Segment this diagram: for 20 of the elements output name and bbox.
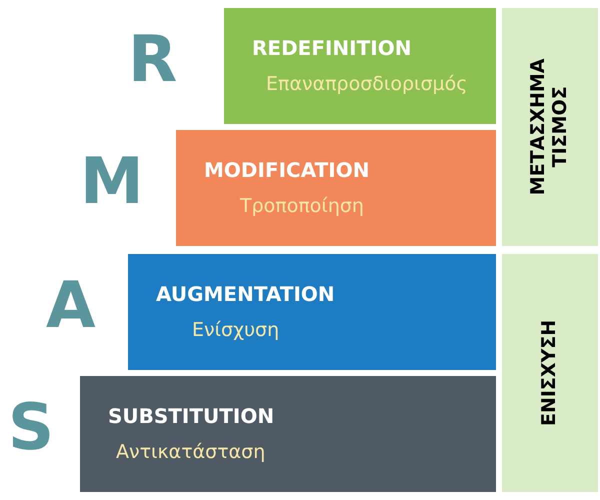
level-translation: Ενίσχυση	[191, 318, 280, 342]
level-box	[80, 376, 496, 492]
category-label: ΕΝΙΣΧΥΣΗ	[539, 318, 561, 428]
model-letter: S	[8, 396, 54, 460]
category-box	[502, 254, 598, 492]
level-translation: Επαναπροσδιορισμός	[265, 72, 468, 96]
level-title: SUBSTITUTION	[108, 404, 276, 429]
level-translation: Τροποποίηση	[239, 194, 365, 218]
level-box	[224, 8, 496, 124]
model-letter: A	[46, 274, 96, 338]
model-letter: M	[80, 150, 144, 214]
category-box	[502, 8, 598, 246]
level-title: MODIFICATION	[204, 158, 370, 183]
model-letter: R	[128, 28, 178, 92]
category-label: ΜΕΤΑΣΧΗΜΑ ΤΙΣΜΟΣ	[528, 58, 572, 198]
level-box	[128, 254, 496, 370]
level-title: AUGMENTATION	[156, 282, 336, 307]
level-title: REDEFINITION	[252, 36, 412, 61]
level-box	[176, 130, 496, 246]
level-translation: Αντικατάσταση	[115, 440, 266, 464]
